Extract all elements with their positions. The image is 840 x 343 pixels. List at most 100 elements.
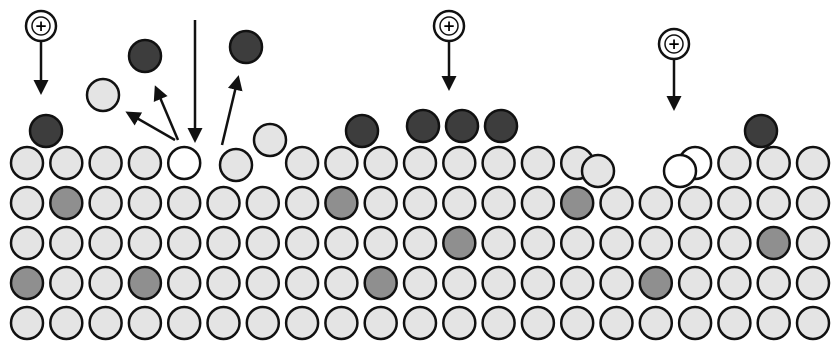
lattice-atom <box>325 147 357 179</box>
lattice-atom <box>718 267 750 299</box>
lattice-atom <box>601 227 633 259</box>
lattice-atom <box>11 307 43 339</box>
lattice-atom <box>168 267 200 299</box>
lattice-atom <box>286 307 318 339</box>
lattice-atom <box>561 227 593 259</box>
lattice-atom <box>718 307 750 339</box>
lattice-atom <box>679 307 711 339</box>
lattice-atom <box>561 307 593 339</box>
lattice-atom <box>718 187 750 219</box>
impurity-atom <box>561 187 593 219</box>
lattice-atom <box>443 267 475 299</box>
lattice-atom <box>50 147 82 179</box>
impurity-atom <box>129 267 161 299</box>
lattice-atom <box>90 227 122 259</box>
lattice-atom <box>286 147 318 179</box>
lattice-atom <box>483 227 515 259</box>
lattice-atom <box>640 307 672 339</box>
lattice-atom <box>286 267 318 299</box>
lattice-atom <box>365 187 397 219</box>
lattice-atom <box>11 147 43 179</box>
lattice-atom <box>522 307 554 339</box>
lattice-atom <box>208 267 240 299</box>
adatom <box>745 115 777 147</box>
ion-charge-label: + <box>668 35 681 53</box>
lattice-atom <box>679 187 711 219</box>
impurity-atom <box>325 187 357 219</box>
lattice-atom <box>168 307 200 339</box>
lattice-atom <box>522 187 554 219</box>
lattice-atom <box>11 227 43 259</box>
lattice-atom <box>443 147 475 179</box>
ion: + <box>26 11 56 92</box>
lattice-atom <box>247 307 279 339</box>
lattice-atom <box>483 307 515 339</box>
ion-charge-label: + <box>35 17 48 35</box>
lattice-atom <box>797 267 829 299</box>
lattice-atom <box>758 267 790 299</box>
lattice-atom <box>601 267 633 299</box>
lattice-atom <box>522 227 554 259</box>
lattice-atom <box>247 267 279 299</box>
lattice-atom <box>208 307 240 339</box>
lattice-atom <box>679 267 711 299</box>
lattice-atom <box>443 307 475 339</box>
lattice-atom <box>758 307 790 339</box>
lattice-atom <box>90 267 122 299</box>
impurity-atom <box>50 187 82 219</box>
lattice-atom <box>443 187 475 219</box>
impurity-atom <box>758 227 790 259</box>
ion: + <box>659 29 689 108</box>
adatom <box>346 115 378 147</box>
sputtered-atom <box>230 31 262 63</box>
lattice-atom <box>247 227 279 259</box>
lattice-atom <box>90 187 122 219</box>
crystal-lattice <box>11 147 829 339</box>
lattice-atom <box>168 227 200 259</box>
lattice-atom <box>220 149 252 181</box>
impurity-atom <box>11 267 43 299</box>
ejection-arrow <box>222 78 238 145</box>
lattice-atom <box>208 227 240 259</box>
lattice-atom <box>286 227 318 259</box>
lattice-atom <box>758 147 790 179</box>
lattice-atom <box>797 187 829 219</box>
lattice-atom <box>404 187 436 219</box>
adatom <box>446 110 478 142</box>
lattice-atom <box>797 147 829 179</box>
lattice-atom <box>718 147 750 179</box>
lattice-atom <box>601 187 633 219</box>
adatom <box>485 110 517 142</box>
lattice-atom <box>404 227 436 259</box>
lattice-atom <box>718 227 750 259</box>
sputtered-atoms <box>87 31 262 145</box>
lattice-atom <box>522 267 554 299</box>
impurity-atom <box>640 267 672 299</box>
lattice-atom <box>168 187 200 219</box>
lattice-atom <box>50 267 82 299</box>
lattice-atom <box>522 147 554 179</box>
lattice-atom <box>129 147 161 179</box>
lattice-atom <box>50 227 82 259</box>
displaced-atom <box>168 147 200 179</box>
lattice-atom <box>325 267 357 299</box>
lattice-atom <box>90 307 122 339</box>
lattice-atom <box>325 307 357 339</box>
sputtered-atom <box>87 79 119 111</box>
lattice-atom <box>365 307 397 339</box>
lattice-atom <box>561 267 593 299</box>
lattice-atom <box>797 227 829 259</box>
adatom-light <box>254 124 286 156</box>
lattice-atom <box>404 307 436 339</box>
lattice-atom <box>640 227 672 259</box>
lattice-atom <box>208 187 240 219</box>
lattice-atom <box>483 187 515 219</box>
lattice-atom <box>90 147 122 179</box>
lattice-atom <box>640 187 672 219</box>
displaced-atom <box>664 155 696 187</box>
lattice-atom <box>325 227 357 259</box>
lattice-atom <box>50 307 82 339</box>
lattice-atom <box>129 227 161 259</box>
ion: + <box>434 11 464 88</box>
